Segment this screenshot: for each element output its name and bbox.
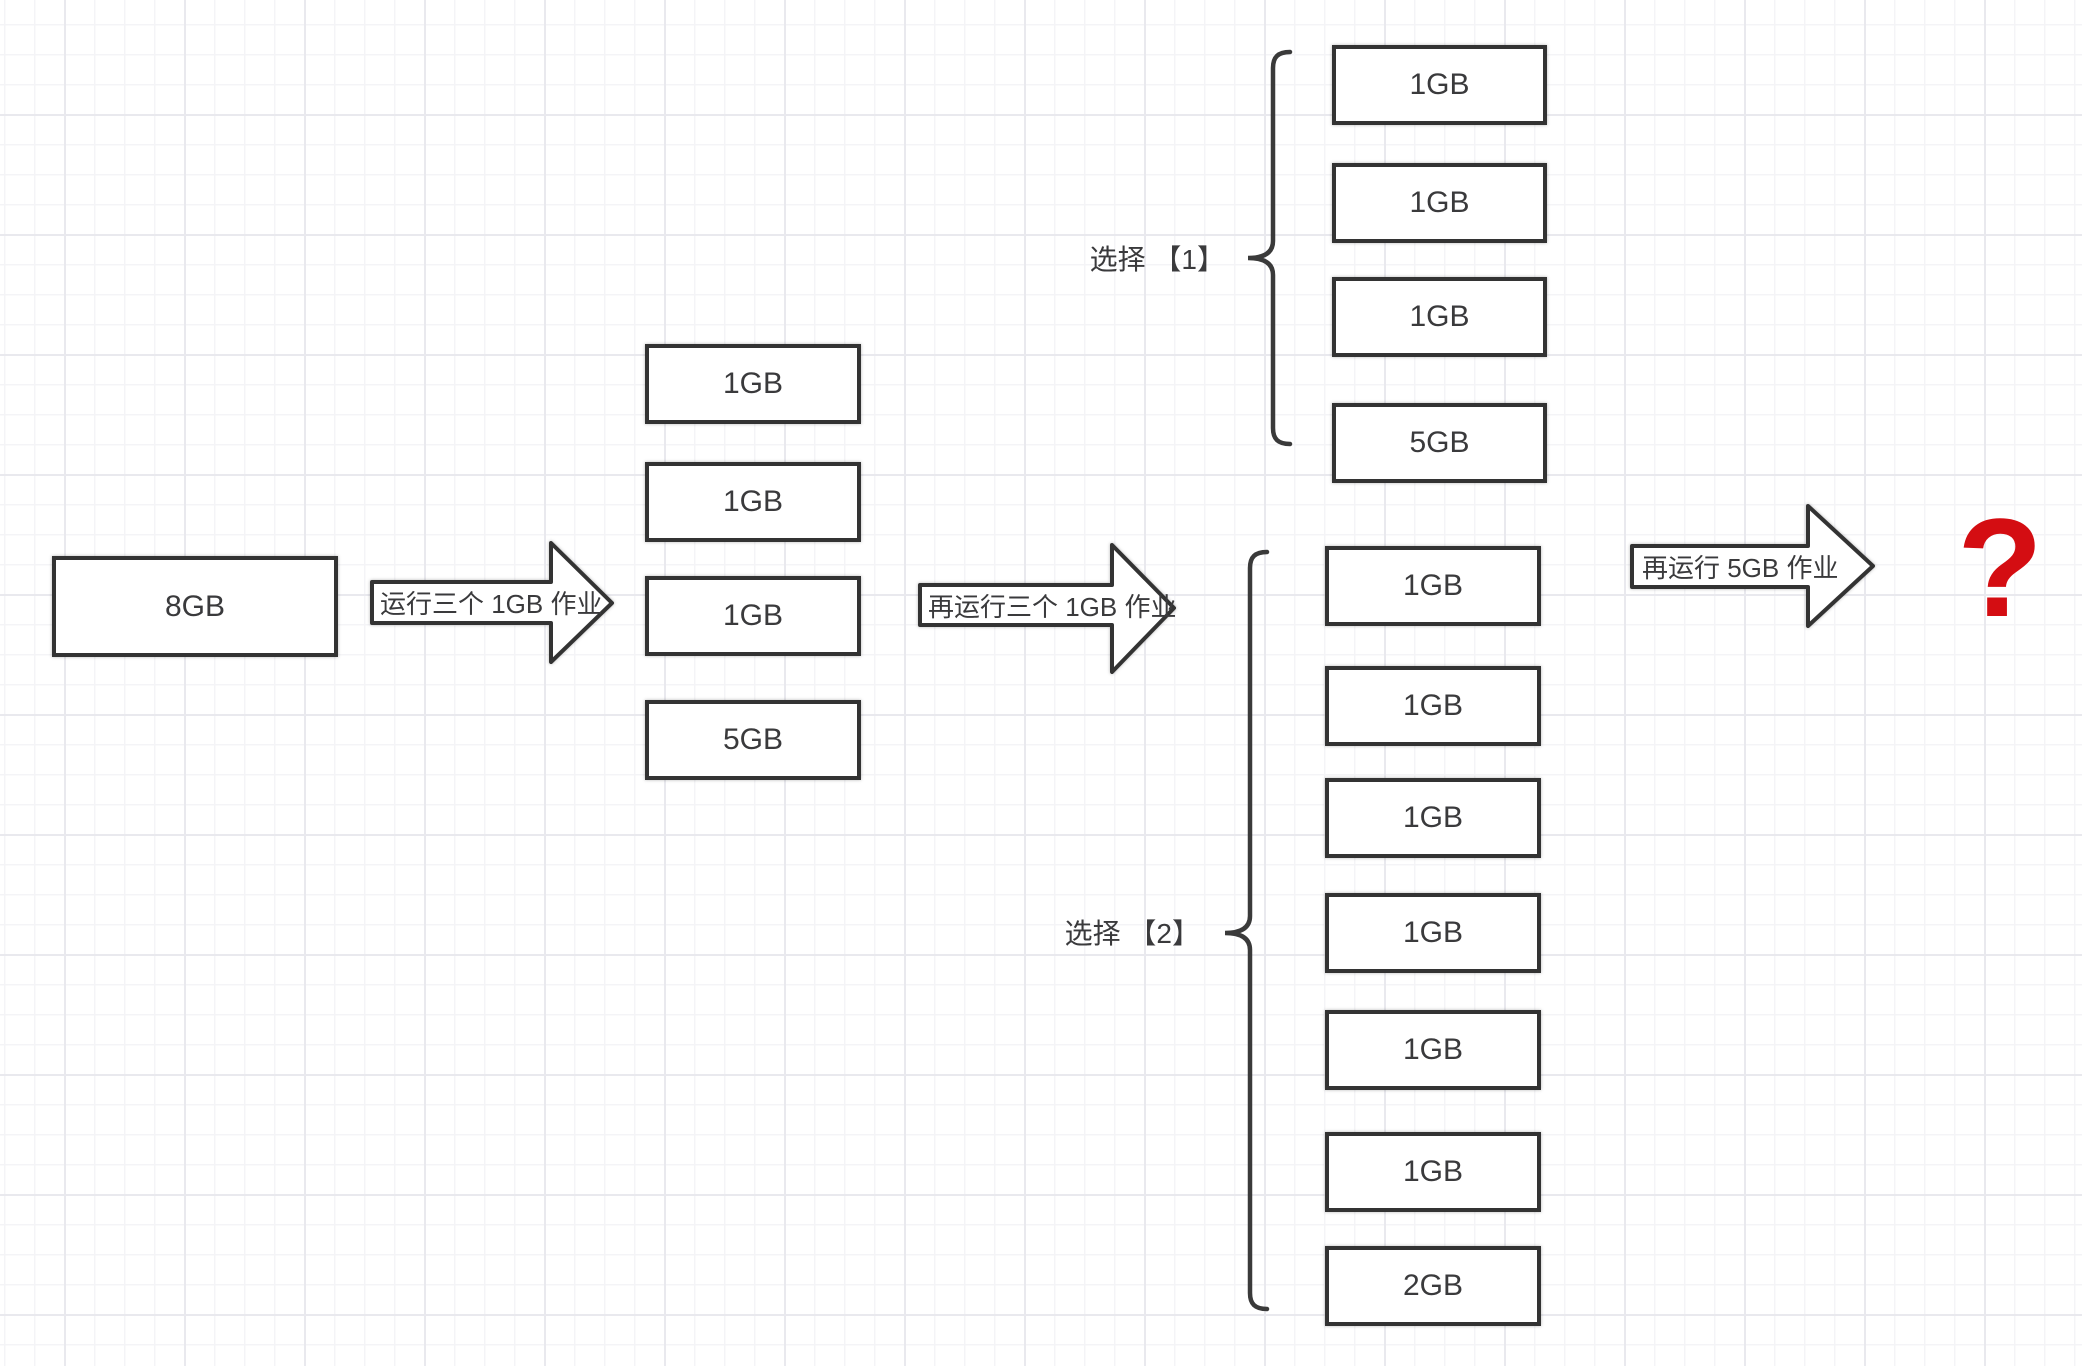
memory-box-label: 1GB	[1402, 801, 1464, 834]
memory-box-label: 1GB	[1402, 1155, 1464, 1188]
memory-box-label: 5GB	[722, 723, 784, 756]
memory-box-label: 1GB	[1409, 300, 1470, 333]
memory-box: 2GB	[1325, 1246, 1541, 1326]
memory-box: 1GB	[1325, 1132, 1541, 1212]
memory-box-label: 1GB	[1409, 186, 1470, 219]
arrow-step2-label: 再运行三个 1GB 作业	[928, 591, 1177, 622]
memory-box: 1GB	[1332, 277, 1547, 357]
block-arrow-shape	[370, 541, 614, 664]
choice1-brace	[1247, 49, 1293, 447]
memory-box: 1GB	[1325, 1010, 1541, 1090]
memory-box-label: 1GB	[1402, 1033, 1464, 1066]
memory-box: 1GB	[1325, 893, 1541, 973]
block-arrow-shape	[1630, 504, 1875, 628]
block-arrow-shape	[918, 543, 1176, 674]
memory-box: 1GB	[645, 344, 861, 424]
memory-box-label: 1GB	[722, 599, 784, 632]
memory-box: 5GB	[645, 700, 861, 780]
memory-box-label: 1GB	[1402, 569, 1464, 602]
block-arrow-step3	[1630, 504, 1875, 628]
memory-box-label: 1GB	[722, 485, 784, 518]
memory-box-label: 5GB	[1409, 426, 1470, 459]
block-arrow-step1	[370, 541, 614, 664]
memory-box: 1GB	[1325, 546, 1541, 626]
choice2-brace	[1224, 549, 1270, 1312]
memory-box-label: 1GB	[722, 367, 784, 400]
arrow-step1-label: 运行三个 1GB 作业	[380, 589, 603, 619]
choice1-label: 选择 【1】	[1089, 244, 1225, 275]
memory-box: 1GB	[1325, 778, 1541, 858]
choice2-label: 选择 【2】	[1064, 918, 1200, 949]
memory-box: 1GB	[645, 576, 861, 656]
memory-box-label: 1GB	[1402, 689, 1464, 722]
block-arrow-step2	[918, 543, 1176, 674]
memory-box: 1GB	[1332, 163, 1547, 243]
memory-box: 5GB	[1332, 403, 1547, 483]
memory-box-label: 1GB	[1409, 68, 1470, 101]
memory-box-start: 8GB	[52, 556, 338, 657]
memory-box-label: 1GB	[1402, 916, 1464, 949]
memory-box-label: 8GB	[164, 589, 226, 623]
memory-box: 1GB	[645, 462, 861, 542]
memory-box: 1GB	[1332, 45, 1547, 125]
memory-box-label: 2GB	[1402, 1269, 1464, 1302]
question-mark: ?	[1957, 489, 2043, 646]
memory-box: 1GB	[1325, 666, 1541, 746]
arrow-step3-label: 再运行 5GB 作业	[1642, 553, 1839, 583]
